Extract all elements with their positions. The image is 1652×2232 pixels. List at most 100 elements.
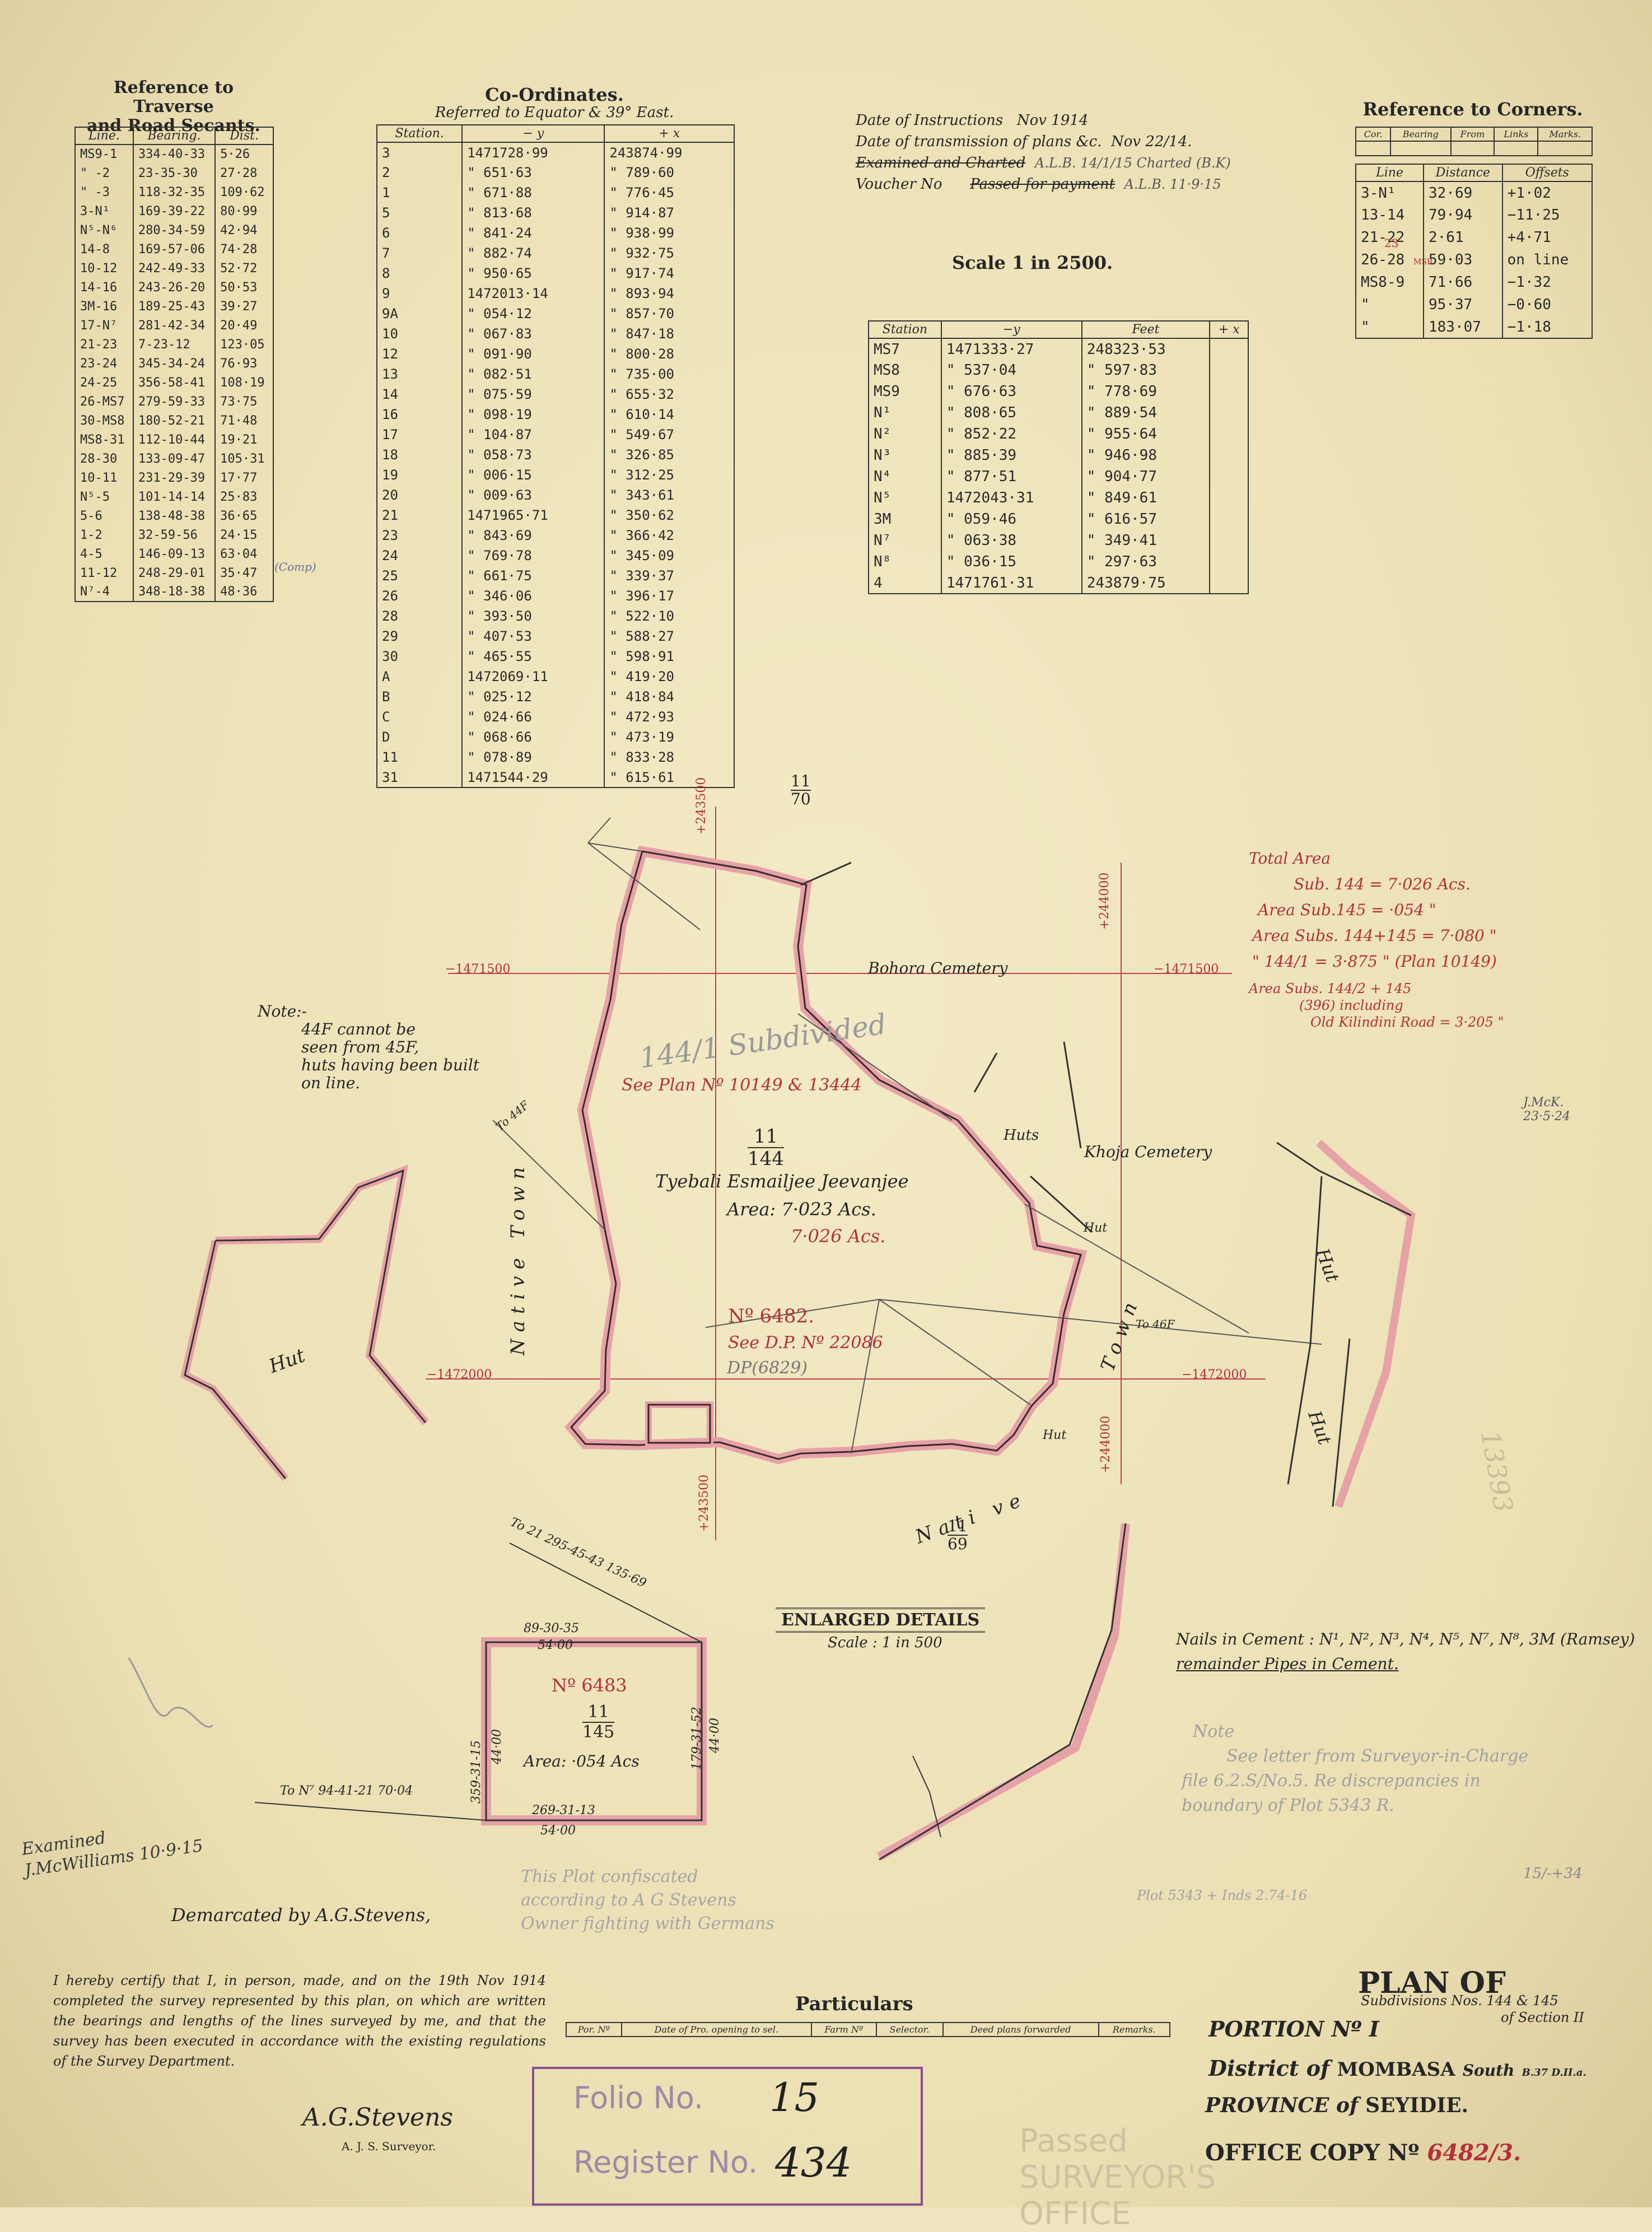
plan-section: of Section II: [1501, 2010, 1584, 2025]
pencil-note: Note See letter from Surveyor-in-Charge …: [1182, 1720, 1528, 1818]
voucher-row: Voucher No Passed for payment A.L.B. 11·…: [856, 174, 1231, 195]
plot-pencil-line2: according to A G Stevens: [521, 1890, 736, 1910]
traverse-cell: 52·72: [214, 259, 274, 278]
sheet-ref-top-den: 70: [791, 790, 811, 808]
corners-cell: −11·25: [1501, 204, 1593, 226]
traverse-cell: 35·47: [214, 563, 274, 583]
area-new: 7·026 Acs.: [791, 1225, 886, 1247]
dp-pencil: DP(6829): [727, 1358, 808, 1378]
coords-row: 7" 882·74" 932·75: [376, 243, 735, 263]
stations-cell: " 036·15: [940, 551, 1082, 572]
margin-pencil: 15/-+34: [1523, 1865, 1583, 1882]
traverse-cell: 20·49: [214, 316, 274, 335]
coords-cell: " 588·27: [604, 626, 735, 646]
date-transmission-row: Date of transmission of plans &c. Nov 22…: [856, 131, 1231, 152]
coords-cell: 5: [376, 203, 463, 223]
stations-spacer: [1209, 551, 1249, 572]
coords-cell: " 058·73: [461, 445, 605, 465]
area-initials: J.McK. 23·5·24: [1523, 1096, 1570, 1124]
stations-cell: 248323·53: [1081, 338, 1211, 360]
area-sub144-1: " 144/1 = 3·875 " (Plan 10149): [1252, 952, 1497, 971]
district-line: District of MOMBASA South B.37 D.II.a.: [1208, 2056, 1586, 2081]
enlarged-parcel-boundary: [485, 1641, 703, 1821]
enlarged-to-n7-line: [254, 1802, 487, 1821]
plot-pencil-line3: Owner fighting with Germans: [521, 1914, 774, 1933]
map-note: Note:- 44F cannot be seen from 45F, huts…: [258, 1003, 479, 1092]
coords-cell: " 661·75: [461, 566, 605, 586]
stations-cell: " 616·57: [1081, 509, 1211, 530]
traverse-cell: 23-24: [74, 354, 134, 373]
stations-cell: " 297·63: [1081, 551, 1211, 572]
corners-cell: 3-N¹: [1355, 181, 1424, 204]
portion-line: PORTION Nº I: [1208, 2016, 1379, 2042]
coords-cell: 10: [376, 324, 463, 344]
particulars-title: Particulars: [795, 1993, 913, 2015]
traverse-cell: 345-34-24: [132, 354, 216, 373]
corners-header1: From: [1450, 127, 1495, 142]
corners-cell: 13-14: [1355, 204, 1424, 226]
coords-cell: " 841·24: [461, 223, 605, 243]
particulars-header: Date of Pro. opening to sel.: [620, 2022, 812, 2037]
coords-cell: " 813·68: [461, 203, 605, 223]
coords-cell: 9A: [376, 304, 463, 324]
stations-cell: " 597·83: [1081, 360, 1211, 381]
coords-cell: " 407·53: [461, 626, 605, 646]
traverse-cell: 74·28: [214, 240, 274, 259]
corners-cell: ": [1355, 293, 1424, 316]
grid-label-y2-left: −1472000: [427, 1368, 492, 1382]
corners-cell: MS8-9: [1355, 271, 1424, 293]
khoja-cemetery: Khoja Cemetery: [1084, 1143, 1212, 1161]
traverse-cell: MS9-1: [74, 145, 134, 164]
coords-row: 11" 078·89" 833·28: [376, 747, 735, 767]
stations-spacer: [1209, 487, 1249, 509]
traverse-header: Line.: [74, 127, 134, 145]
coords-cell: A: [376, 667, 463, 687]
stations-cell: N²: [868, 423, 942, 445]
date-instructions-row: Date of Instructions Nov 1914: [856, 110, 1231, 131]
traverse-cell: 24-25: [74, 373, 134, 392]
coords-cell: " 938·99: [604, 223, 735, 243]
traverse-cell: 17·77: [214, 468, 274, 487]
date-transmission-value: Nov 22/14.: [1110, 133, 1192, 150]
stations-cell: " 885·39: [940, 445, 1082, 466]
coords-row: 6" 841·24" 938·99: [376, 223, 735, 243]
corners-cell: −1·32: [1501, 271, 1593, 293]
certification-text: I hereby certify that I, in person, made…: [53, 1973, 546, 2069]
stations-cell: N⁵: [868, 487, 942, 509]
coords-row: 17" 104·87" 549·67: [376, 425, 735, 445]
coords-row: 30" 465·55" 598·91: [376, 646, 735, 667]
traverse-cell: 21-23: [74, 335, 134, 354]
traverse-cell: 26-MS7: [74, 392, 134, 411]
sheet-ref-top-num: 11: [791, 772, 811, 790]
stations-header: + x: [1209, 320, 1249, 339]
left-parcel-band: [180, 1164, 429, 1481]
enlarged-to-n7: To N⁷ 94-41-21 70·04: [280, 1784, 413, 1798]
corners-cell: 26-28: [1355, 249, 1424, 271]
map-note-line4: on line.: [301, 1074, 361, 1092]
date-instructions-value: Nov 1914: [1016, 112, 1089, 129]
area-sub145: Area Sub.145 = ·054 ": [1258, 901, 1436, 919]
area-subs-note2: (396) including: [1299, 998, 1403, 1013]
coords-cell: 12: [376, 344, 463, 364]
particulars-header: Remarks.: [1098, 2022, 1171, 2037]
stations-cell: N⁷: [868, 530, 942, 551]
coords-cell: 23: [376, 525, 463, 546]
surveyor-signature: A.G.Stevens: [302, 2103, 454, 2132]
coords-cell: 1472069·11: [461, 667, 605, 687]
coords-cell: " 078·89: [461, 747, 605, 767]
coords-row: 14" 075·59" 655·32: [376, 384, 735, 404]
stations-row: N²" 852·22" 955·64: [868, 423, 1249, 445]
stations-header: Feet: [1081, 320, 1211, 339]
stations-spacer: [1209, 509, 1249, 530]
coords-cell: " 419·20: [604, 667, 735, 687]
coords-cell: " 472·93: [604, 707, 735, 727]
coords-cell: 1472013·14: [461, 283, 605, 304]
